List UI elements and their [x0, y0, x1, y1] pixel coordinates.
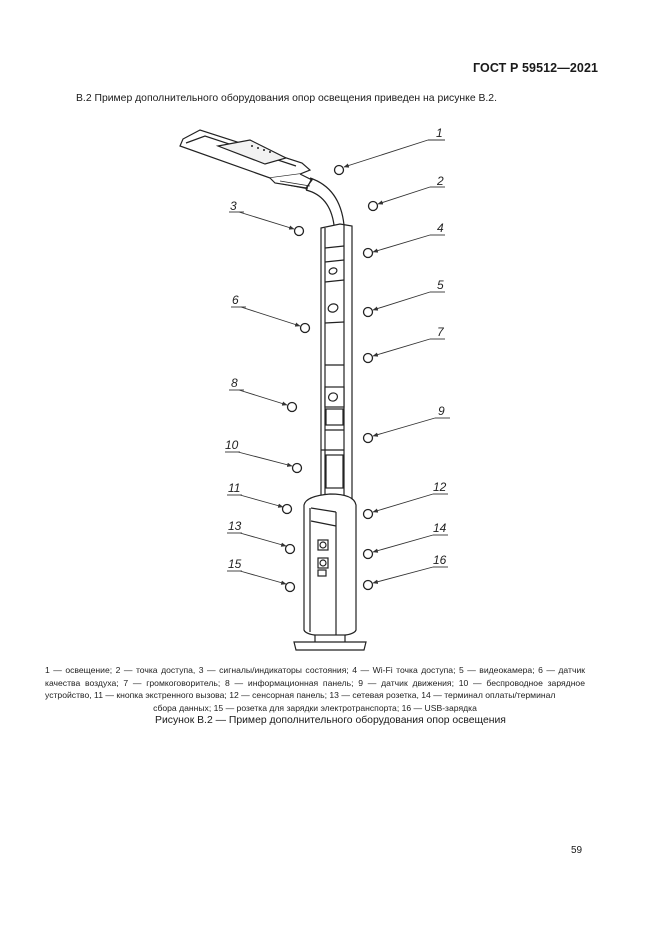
callout-circles: [281, 164, 379, 593]
callout-14: 14: [433, 521, 447, 535]
callout-4: 4: [437, 221, 444, 235]
callout-leaders: [225, 139, 450, 585]
legend-line-2: качества воздуха; 7 — громкоговоритель; …: [45, 677, 585, 688]
standard-number: ГОСТ Р 59512—2021: [473, 61, 599, 75]
legend-line-4: сбора данных; 15 — розетка для зарядки э…: [153, 702, 477, 713]
callout-5: 5: [437, 278, 444, 292]
callout-3: 3: [230, 199, 237, 213]
luminaire-head: [179, 129, 313, 190]
lamp-post-figure: 1 2 3 4 5 6 7 8 9 10 11 12 13 14 15 16: [179, 126, 450, 651]
figure-legend: 1 — освещение; 2 — точка доступа, 3 — си…: [45, 664, 585, 714]
lamp-arm: [305, 177, 345, 226]
callout-11: 11: [228, 481, 240, 495]
callout-7: 7: [437, 325, 445, 339]
callout-15: 15: [228, 557, 242, 571]
callout-10: 10: [225, 438, 239, 452]
figure-caption: Рисунок В.2 — Пример дополнительного обо…: [155, 715, 506, 726]
legend-line-1: 1 — освещение; 2 — точка доступа, 3 — си…: [45, 665, 585, 675]
callout-2: 2: [436, 174, 444, 188]
callout-1: 1: [436, 126, 443, 140]
page-number: 59: [571, 845, 583, 856]
callout-numbers: 1 2 3 4 5 6 7 8 9 10 11 12 13 14 15 16: [225, 126, 447, 571]
callout-6: 6: [232, 293, 239, 307]
pole-shaft: [320, 223, 353, 501]
callout-16: 16: [433, 553, 447, 567]
base-cabinet: [293, 493, 367, 651]
intro-paragraph: В.2 Пример дополнительного оборудования …: [76, 93, 497, 104]
legend-line-3: устройство, 11 — кнопка экстренного вызо…: [45, 690, 556, 701]
callout-9: 9: [438, 404, 445, 418]
callout-8: 8: [231, 376, 238, 390]
callout-12: 12: [433, 480, 447, 494]
callout-13: 13: [228, 519, 242, 533]
